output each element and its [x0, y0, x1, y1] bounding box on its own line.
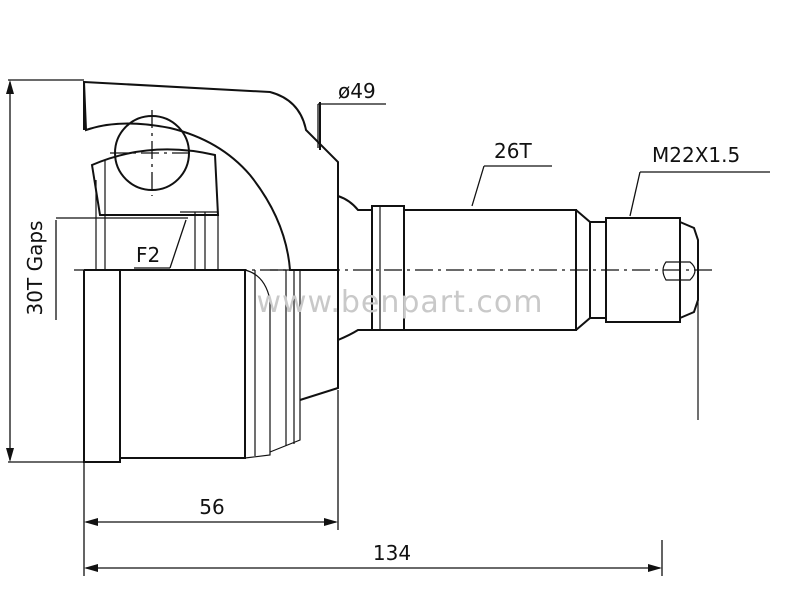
housing-body [83, 269, 339, 463]
total-length-dimension [83, 530, 663, 576]
thread-label: M22X1.5 [652, 143, 740, 167]
seal-code-label: F2 [136, 243, 160, 267]
housing-section [82, 80, 339, 271]
abs-gaps-dimension [55, 217, 188, 320]
spline-teeth-label: 26T [494, 139, 532, 163]
housing-length-label: 56 [199, 495, 224, 519]
shaft-diameter-leader [317, 103, 386, 148]
housing-length-dimension [83, 390, 339, 530]
seal-code-leader [134, 219, 187, 269]
spline-teeth-leader [471, 165, 552, 207]
shaft-diameter-label: ø49 [338, 79, 376, 103]
thread-leader [629, 171, 770, 217]
ball [110, 110, 194, 196]
abs-gaps-label: 30T Gaps [23, 221, 47, 316]
total-length-label: 134 [373, 541, 411, 565]
inner-race [90, 148, 220, 270]
watermark: www.benpart.com [256, 285, 543, 320]
outer-diameter-dimension [6, 79, 84, 463]
